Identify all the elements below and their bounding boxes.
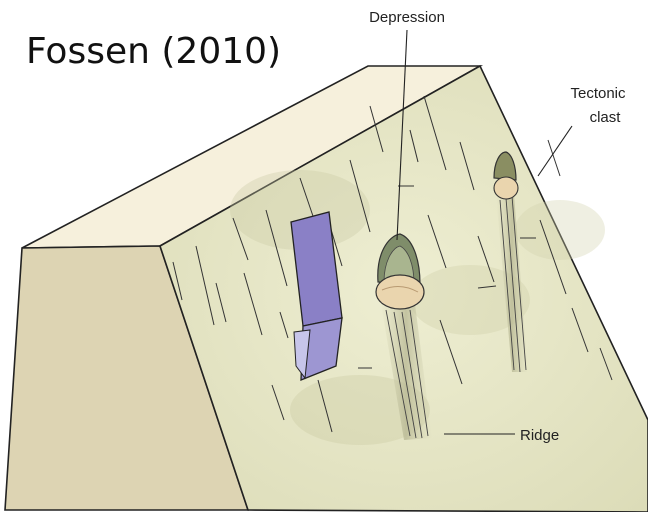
label-ridge: Ridge [520,427,559,444]
label-tectonic: Tectonic [570,85,626,102]
label-depression: Depression [369,9,445,26]
label-clast: clast [590,109,622,126]
figure-credit: Fossen (2010) [26,34,281,70]
depression-clast [376,275,424,309]
tectonic-clast [494,177,518,199]
